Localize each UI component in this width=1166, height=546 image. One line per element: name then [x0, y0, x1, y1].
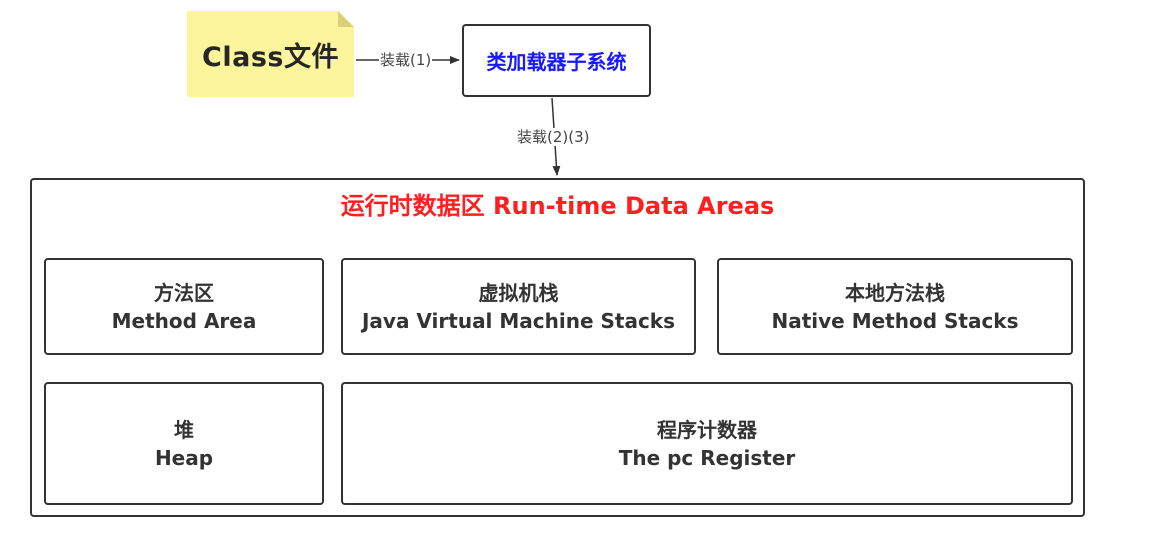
method-area-en: Method Area: [111, 308, 257, 333]
pc-register-en: The pc Register: [618, 445, 796, 470]
pc-register-box: 程序计数器 The pc Register: [341, 382, 1073, 505]
edge-label-load-1: 装载(1): [379, 51, 433, 69]
class-file-label: Class文件: [202, 41, 339, 73]
jvm-stacks-box: 虚拟机栈 Java Virtual Machine Stacks: [341, 258, 696, 355]
method-area-box: 方法区 Method Area: [44, 258, 324, 355]
heap-box: 堆 Heap: [44, 382, 324, 505]
class-loader-subsystem-box: 类加载器子系统: [462, 24, 651, 97]
runtime-data-areas-title: 运行时数据区 Run-time Data Areas: [340, 192, 775, 220]
method-area-zh: 方法区: [154, 280, 214, 305]
native-method-stacks-en: Native Method Stacks: [771, 308, 1019, 333]
pc-register-zh: 程序计数器: [657, 417, 757, 442]
edge-label-load-2-3: 装载(2)(3): [516, 128, 591, 146]
heap-zh: 堆: [174, 417, 194, 442]
class-loader-label: 类加载器子系统: [486, 50, 627, 74]
native-method-stacks-box: 本地方法栈 Native Method Stacks: [717, 258, 1073, 355]
jvm-stacks-zh: 虚拟机栈: [478, 280, 559, 305]
heap-en: Heap: [154, 445, 214, 470]
class-file-note: [187, 11, 354, 97]
jvm-stacks-en: Java Virtual Machine Stacks: [361, 308, 676, 333]
runtime-data-areas-container: [30, 178, 1085, 517]
native-method-stacks-zh: 本地方法栈: [845, 280, 945, 305]
